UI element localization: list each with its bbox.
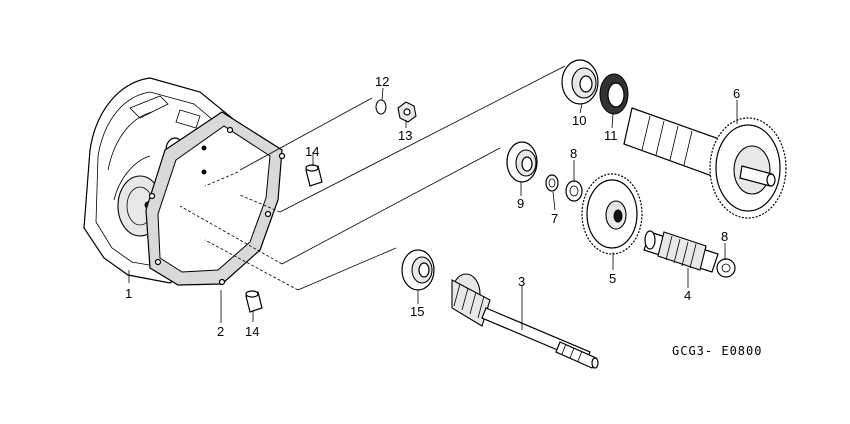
part-8-washer-upper — [565, 180, 583, 202]
callout-4: 4 — [684, 288, 691, 303]
callout-13: 13 — [398, 128, 412, 143]
callout-14-lower: 14 — [245, 324, 259, 339]
callout-14-upper: 14 — [305, 144, 319, 159]
part-4-counter-shaft — [643, 230, 719, 273]
callout-5: 5 — [609, 271, 616, 286]
callout-3: 3 — [518, 274, 525, 289]
part-12-o-ring — [375, 99, 387, 115]
part-9-bearing — [506, 141, 538, 183]
callout-15: 15 — [410, 304, 424, 319]
callout-2: 2 — [217, 324, 224, 339]
part-5-counter-gear — [581, 173, 643, 255]
part-11-oil-seal — [599, 73, 629, 115]
callout-7: 7 — [551, 211, 558, 226]
callout-12: 12 — [375, 74, 389, 89]
part-3-drive-shaft — [451, 273, 599, 369]
leader-lines — [128, 87, 738, 330]
part-13-nut — [397, 101, 417, 123]
callout-11: 11 — [604, 128, 618, 143]
part-14-dowel-pin-lower — [245, 290, 263, 313]
callout-10: 10 — [572, 113, 586, 128]
diagram-code: GCG3- E0800 — [672, 344, 762, 358]
callout-8-upper: 8 — [570, 146, 577, 161]
callout-9: 9 — [517, 196, 524, 211]
part-7-washer — [545, 174, 559, 192]
part-14-dowel-pin-upper — [305, 164, 323, 187]
part-8-washer-lower — [716, 258, 736, 278]
part-6-final-shaft — [623, 107, 787, 219]
part-10-bearing — [561, 59, 599, 105]
part-15-bearing — [401, 249, 435, 291]
callout-labels: 1 2 3 4 5 6 7 8 8 9 10 11 12 13 14 14 15 — [125, 74, 740, 339]
alignment-lines — [179, 65, 566, 291]
callout-6: 6 — [733, 86, 740, 101]
callout-1: 1 — [125, 286, 132, 301]
callout-8-lower: 8 — [721, 229, 728, 244]
part-2-gasket — [145, 111, 286, 286]
